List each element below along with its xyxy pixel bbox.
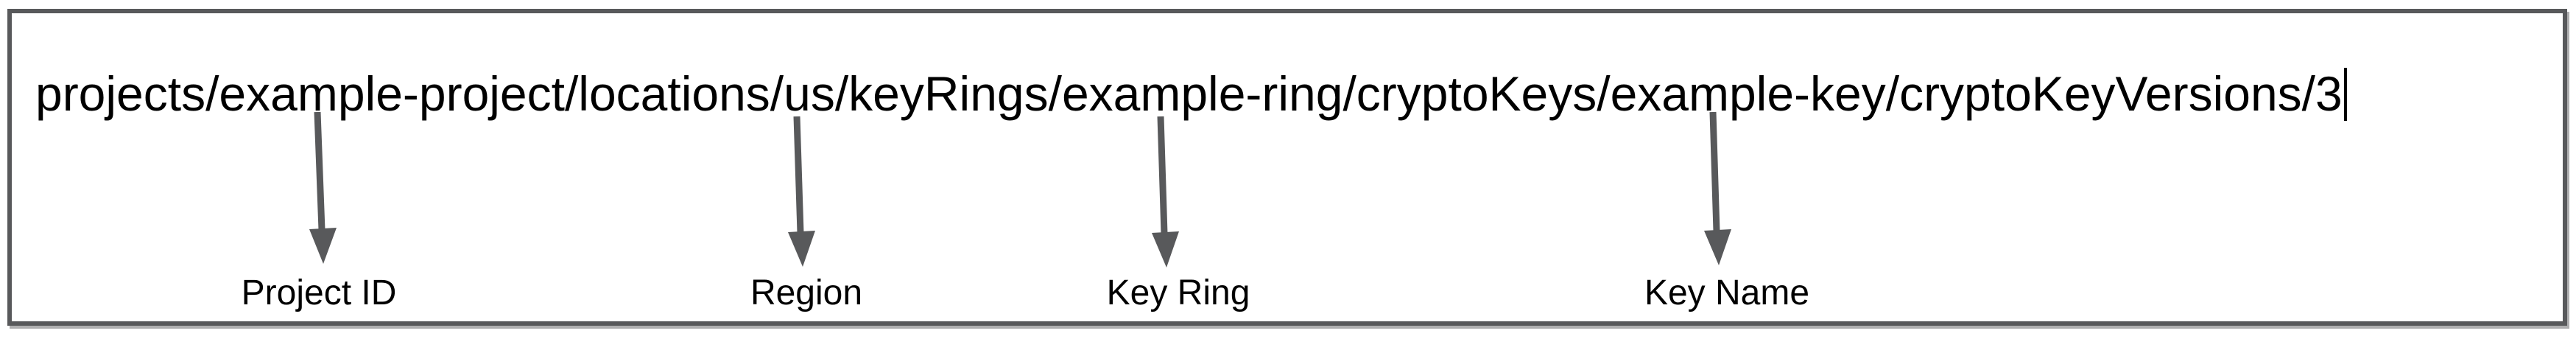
project-id-label: Project ID bbox=[241, 273, 397, 312]
resource-path-value[interactable]: projects/example-project/locations/us/ke… bbox=[35, 66, 2343, 121]
key-ring-label: Key Ring bbox=[1106, 273, 1250, 312]
key-name-label: Key Name bbox=[1644, 273, 1810, 312]
resource-path-field[interactable]: projects/example-project/locations/us/ke… bbox=[7, 9, 2567, 326]
resource-path-text[interactable]: projects/example-project/locations/us/ke… bbox=[35, 68, 2347, 121]
region-label: Region bbox=[750, 273, 863, 312]
text-cursor-caret bbox=[2343, 68, 2347, 121]
